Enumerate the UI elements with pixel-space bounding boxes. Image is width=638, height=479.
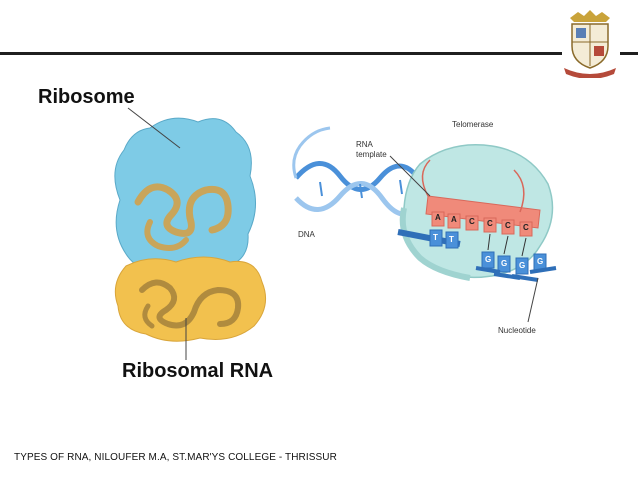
template-tabs (431, 211, 533, 237)
template-base: C (505, 221, 511, 230)
dna-base: G (485, 255, 492, 264)
template-base: A (451, 215, 457, 224)
header-rule (0, 52, 562, 55)
dna-base: G (537, 257, 544, 266)
dna-base: G (501, 259, 508, 268)
slide-footer: TYPES OF RNA, NILOUFER M.A, ST.MAR'YS CO… (14, 452, 337, 463)
ribosome-large-subunit (114, 117, 256, 274)
dna-label: DNA (298, 230, 315, 239)
dna-base: T (449, 235, 454, 244)
dna-base: T (433, 233, 438, 242)
college-crest-icon (564, 10, 616, 78)
ribosome-small-subunit (114, 256, 267, 342)
telomerase-illustration (292, 126, 557, 323)
rrna-strand-upper (134, 183, 232, 237)
template-base: A (435, 213, 441, 222)
rna-template-label: RNA template (356, 140, 387, 159)
nucleotide-label: Nucleotide (498, 326, 536, 335)
telomerase-label: Telomerase (452, 120, 494, 129)
dna-nucleotides (429, 229, 557, 282)
dna-base: G (519, 261, 526, 270)
ribosome-illustration (114, 107, 267, 360)
rrna-strand-lower (139, 279, 242, 329)
header-rule-right (620, 52, 638, 55)
ribosome-label: Ribosome (38, 86, 135, 108)
template-base: C (487, 219, 493, 228)
template-base: C (523, 223, 529, 232)
template-base: C (469, 217, 475, 226)
ribosomal-rna-label: Ribosomal RNA (122, 360, 274, 382)
